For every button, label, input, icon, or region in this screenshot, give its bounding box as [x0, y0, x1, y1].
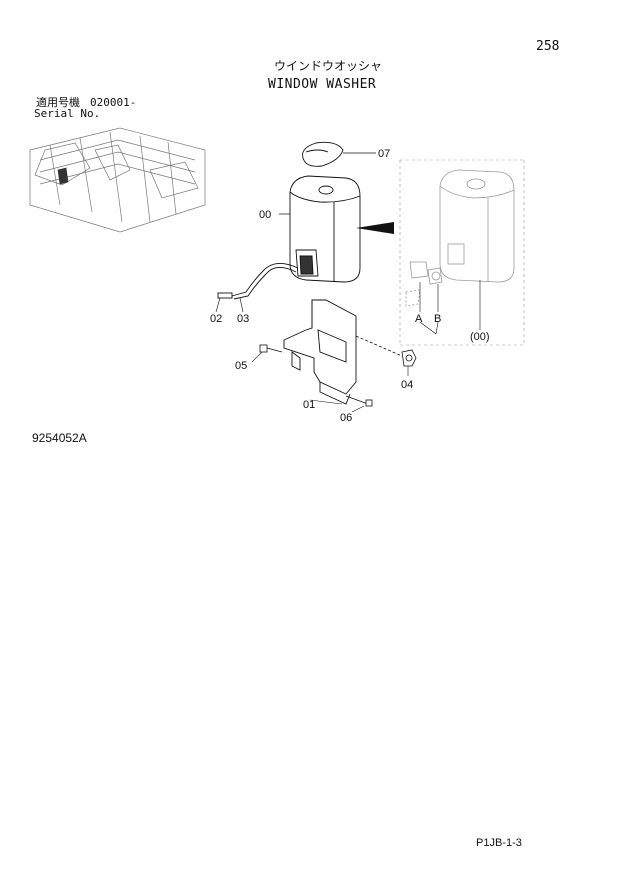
cap-part — [302, 141, 344, 167]
washer-tank — [289, 175, 361, 283]
serial-value: 020001- — [90, 96, 137, 109]
callout-03: 03 — [237, 313, 249, 325]
callout-detail-00: (00) — [470, 331, 490, 343]
callout-02: 02 — [210, 313, 222, 325]
leader-05 — [251, 351, 263, 363]
bolt-04 — [355, 335, 417, 367]
footer-page-code: P1JB-1-3 — [476, 837, 522, 849]
callout-01: 01 — [303, 399, 315, 411]
serial-label-english: Serial No. — [34, 107, 101, 120]
callout-07: 07 — [378, 148, 390, 160]
detail-arrow — [356, 222, 394, 234]
callout-00: 00 — [259, 209, 271, 221]
drawing-number: 9254052A — [32, 431, 87, 445]
callout-04: 04 — [401, 379, 413, 391]
hose-and-connector — [217, 263, 299, 300]
machine-overview-sketch — [29, 127, 206, 233]
callout-detail-b: B — [434, 313, 441, 325]
page-number: 258 — [536, 39, 560, 54]
bolt-05 — [259, 344, 283, 353]
callout-06: 06 — [340, 412, 352, 424]
bolt-06 — [345, 395, 373, 407]
detail-view — [399, 159, 525, 346]
leader-02 — [215, 297, 221, 313]
mounting-bracket — [283, 299, 357, 405]
leader-03 — [239, 297, 244, 313]
title-japanese: ウインドウオッシャ — [274, 59, 383, 73]
title-english: WINDOW WASHER — [268, 77, 377, 92]
leader-06 — [351, 405, 365, 413]
callout-detail-a: A — [415, 313, 423, 325]
leader-01 — [309, 399, 343, 405]
serial-label-japanese: 適用号機 — [36, 96, 80, 109]
callout-05: 05 — [235, 360, 247, 372]
